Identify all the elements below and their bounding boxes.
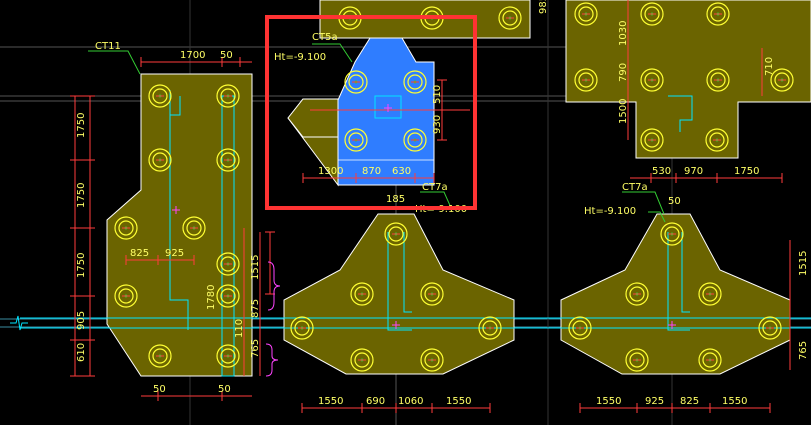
pile-circle[interactable] bbox=[114, 284, 138, 308]
dim-text: 530 bbox=[652, 166, 671, 177]
pile-circle[interactable] bbox=[498, 6, 522, 30]
dim-text: 690 bbox=[366, 396, 385, 407]
pile-circle[interactable] bbox=[574, 68, 598, 92]
label-ct5a: CT5a bbox=[312, 32, 338, 43]
pile-circle[interactable] bbox=[640, 2, 664, 26]
dim-text: 925 bbox=[645, 396, 664, 407]
break-symbol bbox=[10, 315, 28, 331]
piles bbox=[114, 2, 794, 372]
label-ct7a-middle: CT7a bbox=[422, 182, 448, 193]
dim-text: 925 bbox=[165, 248, 184, 259]
dim-text: 825 bbox=[130, 248, 149, 259]
pile-cap-ct5a-selected[interactable] bbox=[287, 37, 435, 187]
dim-text: 1750 bbox=[76, 183, 87, 208]
pile-circle[interactable] bbox=[625, 348, 649, 372]
dim-text: 50 bbox=[218, 384, 231, 395]
dim-text: 50 bbox=[220, 50, 233, 61]
dim-text: 1550 bbox=[446, 396, 471, 407]
brace-markers bbox=[265, 261, 281, 377]
dim-text: 510 bbox=[432, 85, 443, 104]
label-ct7a-right: CT7a bbox=[622, 182, 648, 193]
dim-text: 765 bbox=[798, 341, 809, 360]
dim-text: 110 bbox=[234, 319, 245, 338]
dim-text: 630 bbox=[392, 166, 411, 177]
pile-circle[interactable] bbox=[706, 68, 730, 92]
pile-circle[interactable] bbox=[290, 316, 314, 340]
dim-text: 1750 bbox=[76, 253, 87, 278]
dim-text: 1700 bbox=[180, 50, 205, 61]
pile-circle[interactable] bbox=[478, 316, 502, 340]
pile-circle[interactable] bbox=[216, 84, 240, 108]
dim-text: 1780 bbox=[206, 285, 217, 310]
dim-text: 1515 bbox=[798, 251, 809, 276]
pile-circle[interactable] bbox=[625, 282, 649, 306]
dim-text: 1060 bbox=[398, 396, 423, 407]
dim-text: 1500 bbox=[618, 99, 629, 124]
pile-circle[interactable] bbox=[568, 316, 592, 340]
pile-cap-top-right[interactable] bbox=[565, 0, 811, 159]
dim-text: 1550 bbox=[318, 396, 343, 407]
dim-text: 1750 bbox=[734, 166, 759, 177]
dim-text: 905 bbox=[76, 311, 87, 330]
dim-text: 50 bbox=[153, 384, 166, 395]
dim-text: 610 bbox=[76, 343, 87, 362]
dim-text: 970 bbox=[684, 166, 703, 177]
pile-cap-ct7a-right[interactable] bbox=[560, 213, 791, 375]
dim-text: 790 bbox=[618, 63, 629, 82]
leader-lines bbox=[88, 43, 666, 223]
dim-text: 870 bbox=[362, 166, 381, 177]
selection-highlight-box bbox=[265, 15, 477, 210]
dim-text: 1750 bbox=[76, 113, 87, 138]
beam-centerline bbox=[20, 317, 811, 329]
dim-text: 50 bbox=[668, 196, 681, 207]
pile-circle[interactable] bbox=[148, 84, 172, 108]
label-ct11: CT11 bbox=[95, 41, 121, 52]
pile-circle[interactable] bbox=[344, 128, 368, 152]
dim-text: 1515 bbox=[250, 255, 261, 280]
dim-text: 875 bbox=[250, 299, 261, 318]
pile-circle[interactable] bbox=[640, 128, 664, 152]
pile-circle[interactable] bbox=[114, 216, 138, 240]
pile-circle[interactable] bbox=[706, 2, 730, 26]
label-ct5a-height: Ht=-9.100 bbox=[274, 52, 326, 63]
pile-circle[interactable] bbox=[148, 148, 172, 172]
pile-circle[interactable] bbox=[216, 148, 240, 172]
dim-text: 765 bbox=[250, 339, 261, 358]
dim-text: 1300 bbox=[318, 166, 343, 177]
dim-text: 1550 bbox=[596, 396, 621, 407]
pile-circle[interactable] bbox=[350, 348, 374, 372]
pile-circle[interactable] bbox=[350, 282, 374, 306]
pile-center-marks bbox=[122, 13, 786, 361]
dim-text: 930 bbox=[432, 115, 443, 134]
pile-circle[interactable] bbox=[698, 348, 722, 372]
pile-circle[interactable] bbox=[705, 128, 729, 152]
dim-text: 825 bbox=[680, 396, 699, 407]
centroid-markers bbox=[172, 104, 676, 329]
dim-text: 1550 bbox=[722, 396, 747, 407]
dim-text: 1030 bbox=[618, 21, 629, 46]
pile-cap-ct7a-middle[interactable] bbox=[283, 213, 515, 375]
pile-circle[interactable] bbox=[403, 128, 427, 152]
pile-circle[interactable] bbox=[216, 284, 240, 308]
label-ct7a-right-height: Ht=-9.100 bbox=[584, 206, 636, 217]
dimension-texts: 1700 50 1750 1750 1750 905 610 825 925 1… bbox=[76, 0, 809, 407]
dimension-lines bbox=[70, 0, 791, 413]
dim-text: 710 bbox=[764, 57, 775, 76]
dim-text: 985 bbox=[538, 0, 549, 14]
dim-text: 185 bbox=[386, 194, 405, 205]
